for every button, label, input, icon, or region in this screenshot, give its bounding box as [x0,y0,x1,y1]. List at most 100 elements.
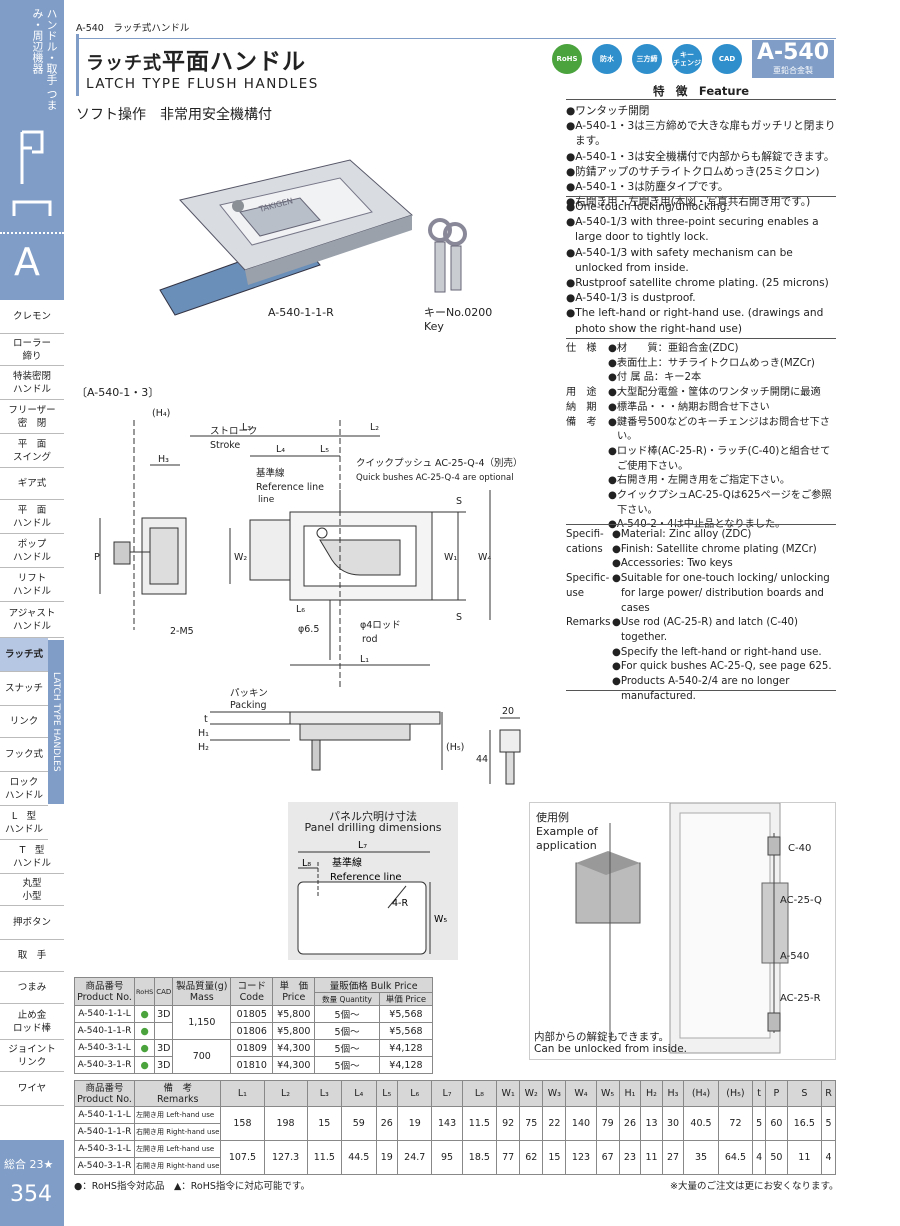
screw-label: 2-M5 [170,626,194,637]
sidebar-item-1[interactable]: ローラー 締り [0,334,64,366]
dim-value-cell: 75 [519,1106,544,1141]
sidebar-item-15[interactable]: L 型 ハンドル [0,806,48,840]
bullet: ● [608,416,617,428]
dim-col-header: L₈ [461,1080,498,1107]
spec-value: ●Material: Zinc alloy (ZDC) [612,528,838,543]
divider [566,690,836,691]
sidebar-item-5[interactable]: ギア式 [0,468,64,500]
sidebar-item-7[interactable]: ポップ ハンドル [0,534,64,568]
sidebar-item-16[interactable]: T 型 ハンドル [0,840,64,874]
spec-values: ●大型配分電盤・筐体のワンタッチ開閉に最適 [608,386,838,401]
dim-s-bottom: S [456,612,462,623]
spec-list-jp: 仕 様●材 質：亜鉛合金(ZDC)●表面仕上：サチライトクロムめっき(MZCr)… [566,342,838,533]
feature-item: ●A-540-1・3は防塵タイプです。 [566,180,838,195]
spec-text: クイックプシュAC-25-Qは625ページをご参照下さい。 [616,490,832,516]
dim-col-header: 商品番号 Product No. [74,1080,135,1107]
sidebar-item-8[interactable]: リフト ハンドル [0,568,64,602]
col-unit-price: 単価 Price [378,992,434,1006]
feature-text: A-540-1/3 with three-point securing enab… [575,216,819,244]
sidebar-item-3[interactable]: フリーザー 密 閉 [0,400,64,434]
drawing-caption: 〔A-540-1・3〕 [76,386,160,399]
divider [566,338,836,339]
bullet: ● [566,201,576,213]
dim-value-cell: 77 [496,1140,521,1175]
dim-col-header: 備 考 Remarks [133,1080,222,1107]
dim-h4: (H₄) [152,408,170,419]
page-title: ラッチ式平面ハンドル [86,49,306,75]
feature-item: ●A-540-1・3は三方締めで大きな扉もガッチリと閉まります。 [566,119,838,149]
reference-line-label-en: Reference line [256,482,324,493]
spec-value: ●表面仕上：サチライトクロムめっき(MZCr) [608,357,838,372]
sidebar-item-12[interactable]: リンク [0,706,48,738]
feature-heading: 特 徴 Feature [652,84,750,98]
spec-text: Material: Zinc alloy (ZDC) [620,529,752,540]
remarks-cell: 左開き用 Left-hand use [133,1106,222,1124]
sidebar-item-17[interactable]: 丸型 小型 [0,874,64,906]
spec-value: ●右開き用・左開き用をご指定下さい。 [608,474,838,489]
product-no-cell: A-540-1-1-R [74,1022,135,1040]
sidebar-item-11[interactable]: スナッチ [0,672,48,706]
dim-value-cell: 11 [786,1140,823,1175]
dim-l4: L₄ [276,444,285,455]
dim-value-cell: 127.3 [263,1140,308,1175]
dim-w2: W₂ [234,552,247,563]
page-subtitle: ソフト操作 非常用安全機構付 [76,107,272,123]
sidebar-header: ハンドル・取手 つまみ・周辺機器 A [0,0,64,300]
sidebar-item-23[interactable]: ワイヤ [0,1072,64,1106]
sidebar-item-21[interactable]: 止め金 ロッド棒 [0,1004,64,1040]
label-a540: A-540 [780,951,810,962]
sidebar-item-0[interactable]: クレモン [0,300,64,334]
sidebar-item-6[interactable]: 平 面 ハンドル [0,500,64,534]
col-price: 単 価 Price [272,977,316,1006]
code-cell: 01806 [230,1022,274,1040]
rod-label-en: rod [362,634,378,645]
sidebar-item-9[interactable]: アジャスト ハンドル [0,602,64,638]
spec-text: ロッド棒(AC-25-R)・ラッチ(C-40)と組合せてご使用下さい。 [616,445,831,472]
qty-cell: 5個～ [314,1056,380,1074]
dim-value-cell: 23 [618,1140,642,1175]
packing-label-en: Packing [230,700,267,711]
dim-value-cell: 30 [661,1106,685,1141]
sidebar-item-4[interactable]: 平 面 スイング [0,434,64,468]
feature-text: The left-hand or right-hand use. (drawin… [575,307,824,335]
bullet: ● [612,661,621,673]
sidebar-item-14[interactable]: ロック ハンドル [0,772,48,806]
spec-key: Specific- use [566,573,610,599]
product-no-cell: A-540-3-1-R [74,1056,135,1074]
sidebar-item-13[interactable]: フック式 [0,738,48,772]
sidebar-item-18[interactable]: 押ボタン [0,906,64,940]
price-cell: ¥4,300 [272,1039,316,1057]
code-cell: 01805 [230,1005,274,1023]
spec-text: 付 属 品：キー2本 [616,372,702,384]
feature-text: Rustproof satellite chrome plating. (25 … [575,277,829,290]
remarks-cell: 左開き用 Left-hand use [133,1140,222,1158]
sidebar-item-19[interactable]: 取 手 [0,940,64,972]
bullet: ● [566,216,576,229]
dim-w5: W₅ [434,914,447,925]
dim-value-cell: 72 [717,1106,754,1141]
sidebar-item-20[interactable]: つまみ [0,972,64,1004]
feature-text: One-touch locking/unlocking. [575,201,730,213]
three-point-icon: 三方締 [632,44,662,74]
feature-item: ●Rustproof satellite chrome plating. (25… [566,276,838,291]
spec-key: 備 考 [566,416,597,428]
stroke-label-en: Stroke [210,440,240,451]
sidebar-item-2[interactable]: 特装密閉 ハンドル [0,366,64,400]
feature-list-jp: ●ワンタッチ開閉●A-540-1・3は三方締めで大きな扉もガッチリと閉まります。… [566,104,838,210]
spec-text: Finish: Satellite chrome plating (MZCr) [620,543,817,555]
sidebar-item-10[interactable]: ラッチ式 [0,638,48,672]
rohs-legend: ●：RoHS指令対応品 ▲：RoHS指令に対応可能です。 [74,1181,310,1192]
total-index: 総合 23★ [4,1158,54,1171]
dim-w4: W₄ [478,552,491,563]
bullet: ● [612,543,621,555]
divider [566,99,836,100]
sidebar-item-22[interactable]: ジョイント リンク [0,1040,64,1072]
application-illustration [575,803,789,1054]
dim-value-cell: 67 [595,1140,620,1175]
handle-icon [20,130,44,184]
dim-value-cell: 50 [765,1140,788,1175]
dim-value-cell: 24.7 [397,1140,433,1175]
dim-t: t [204,714,208,725]
dim-l6: L₆ [296,604,305,615]
spec-text: Suitable for one-touch locking/ unlockin… [620,573,830,614]
